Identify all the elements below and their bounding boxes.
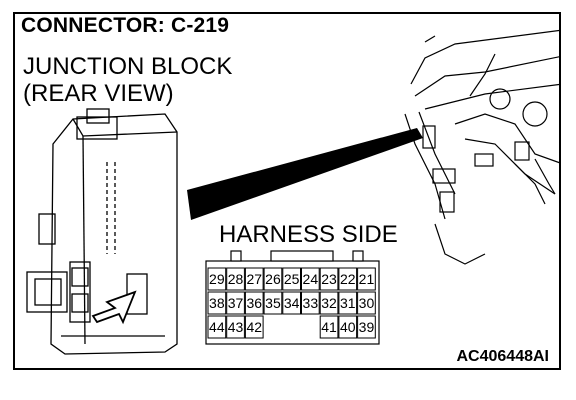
pin-cell — [319, 315, 339, 339]
pin-cell — [226, 315, 245, 339]
pin-number: 42 — [246, 319, 262, 335]
pin-number: 24 — [303, 271, 319, 287]
pin-number: 27 — [246, 271, 262, 287]
diagram-frame: CONNECTOR: C-219 JUNCTION BLOCK (REAR VI… — [13, 12, 561, 370]
pin-number: 35 — [265, 295, 281, 311]
pin-cell — [357, 291, 376, 315]
pin-cell — [282, 267, 301, 291]
pin-number: 22 — [340, 271, 356, 287]
component-name: JUNCTION BLOCK — [23, 53, 233, 80]
pin-cell — [338, 291, 358, 315]
pin-number: 26 — [265, 271, 281, 287]
pin-cell — [263, 267, 283, 291]
junction-block-arrow — [91, 290, 137, 325]
figure-code: AC406448AI — [456, 348, 550, 365]
pin-cell — [319, 267, 339, 291]
pin-cell — [207, 267, 227, 291]
pin-number: 44 — [209, 319, 225, 335]
pin-number: 23 — [321, 271, 337, 287]
pin-number: 21 — [359, 271, 375, 287]
view-label: (REAR VIEW) — [23, 80, 174, 107]
pin-number: 33 — [303, 295, 319, 311]
pin-number: 40 — [340, 319, 356, 335]
pin-number: 38 — [209, 295, 225, 311]
pin-cell — [301, 291, 320, 315]
pin-number: 41 — [321, 319, 337, 335]
harness-side-label: HARNESS SIDE — [219, 221, 398, 248]
pin-cell — [338, 315, 358, 339]
pin-cell — [207, 291, 227, 315]
pin-cell — [244, 267, 264, 291]
pin-number: 25 — [284, 271, 300, 287]
pin-number: 28 — [228, 271, 244, 287]
dashboard-illustration — [404, 29, 559, 265]
pin-cell — [263, 291, 283, 315]
junction-block-illustration — [26, 108, 178, 355]
pin-number: 31 — [340, 295, 356, 311]
pin-number: 43 — [228, 319, 244, 335]
pin-cell — [207, 315, 227, 339]
pin-cell — [301, 267, 320, 291]
location-pointer — [187, 128, 423, 220]
pin-cell — [226, 291, 245, 315]
pin-cell — [244, 291, 264, 315]
pin-cell — [357, 267, 376, 291]
pin-number: 36 — [246, 295, 262, 311]
pin-number: 39 — [359, 319, 375, 335]
pin-cell — [226, 267, 245, 291]
pin-number: 32 — [321, 295, 337, 311]
pin-cell — [338, 267, 358, 291]
pin-number: 37 — [228, 295, 244, 311]
pin-cell — [282, 291, 301, 315]
pin-cell — [357, 315, 376, 339]
pin-cell — [244, 315, 264, 339]
pin-number: 34 — [284, 295, 300, 311]
pin-number: 30 — [359, 295, 375, 311]
pin-cell — [319, 291, 339, 315]
connector-title: CONNECTOR: C-219 — [21, 14, 230, 37]
pin-number: 29 — [209, 271, 225, 287]
